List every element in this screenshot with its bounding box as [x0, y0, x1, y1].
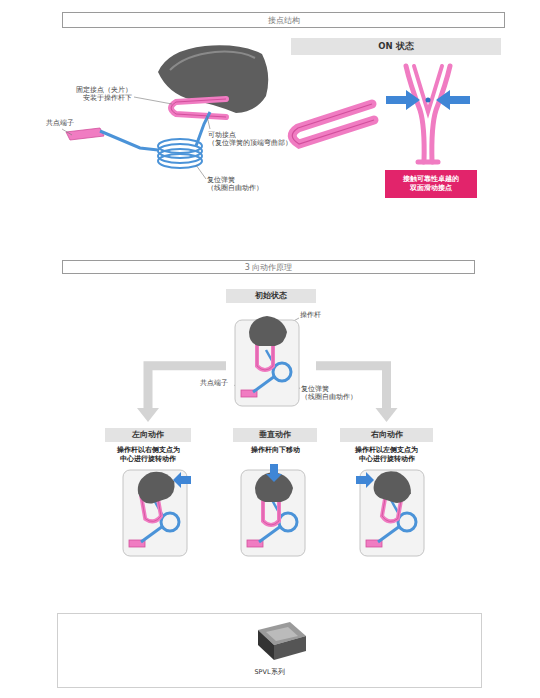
- shape-use: [356, 472, 374, 488]
- shape-use: [133, 466, 178, 506]
- shape-g: [123, 466, 191, 556]
- shape-g: [241, 464, 305, 556]
- callout-label: 可动接点 （复位弹簧的顶端弯曲部）: [208, 131, 288, 147]
- node-title: ON 状态: [291, 41, 501, 53]
- action-group: 左向动作操作杆以右侧支点为 中心进行旋转动作: [105, 428, 191, 464]
- shape-use: [241, 470, 305, 556]
- state-band: ON 状态: [291, 38, 501, 55]
- shape-use: [370, 466, 415, 506]
- callout-label: 共点端子: [46, 119, 74, 127]
- callout-label: 固定接点（夹片） 安装于操作杆下: [66, 86, 132, 102]
- shape-path: [414, 66, 442, 112]
- shape-polygon: [386, 90, 420, 110]
- shape-path: [171, 99, 226, 117]
- shape-use: [266, 464, 282, 482]
- action-group: 垂直动作操作杆向下移动: [233, 428, 317, 455]
- shape-path: [266, 627, 298, 641]
- shape-path: [66, 128, 104, 140]
- node-title: 左向动作: [105, 428, 191, 442]
- shape-path: [418, 160, 438, 165]
- arrow-head: [137, 408, 159, 422]
- callout-label: 复位弹簧 （线圈自由动作）: [207, 176, 267, 192]
- shape-ellipse: [158, 154, 202, 168]
- shape-path: [134, 97, 172, 104]
- flow-arrow: [137, 366, 226, 422]
- arrow-line: [148, 366, 226, 409]
- shape-g: [235, 316, 299, 406]
- shape-path: [196, 165, 206, 179]
- node-title: 初始状态: [226, 289, 316, 303]
- callout-label: 共点端子: [200, 379, 232, 387]
- shape-path: [196, 112, 210, 146]
- node-title: 右向动作: [340, 428, 433, 442]
- shape-use: [173, 472, 191, 488]
- node-note: 操作杆以左侧支点为 中心进行旋转动作: [351, 446, 423, 464]
- shape-path: [62, 129, 72, 135]
- section-header: 接点结构: [62, 12, 505, 28]
- node-title: 接触可靠性卓越的 双面滑动接点: [391, 175, 471, 194]
- arrow-head: [376, 408, 398, 422]
- shape-path: [171, 99, 226, 117]
- callout-label: 复位弹簧 （线圈自由动作）: [301, 385, 361, 401]
- section-header: 3 向动作原理: [62, 260, 475, 274]
- shape-path: [170, 52, 255, 70]
- node-title: SPVL系列: [58, 668, 481, 677]
- shape-path: [292, 104, 374, 144]
- node-note: 操作杆以右侧支点为 中心进行旋转动作: [112, 446, 184, 464]
- shape-circle: [426, 98, 431, 103]
- shape-path: [292, 104, 374, 144]
- shape-path: [432, 66, 450, 162]
- shape-path: [100, 131, 158, 150]
- node-title: 垂直动作: [233, 428, 317, 442]
- shape-path: [406, 66, 424, 162]
- highlight-box: 接触可靠性卓越的 双面滑动接点: [385, 170, 477, 198]
- action-group: 右向动作操作杆以左侧支点为 中心进行旋转动作: [340, 428, 433, 464]
- shape-use: [249, 316, 287, 346]
- product-box: SPVL系列: [57, 613, 482, 688]
- node-note: 操作杆向下移动: [239, 446, 311, 455]
- node-title: 接点结构: [63, 15, 504, 26]
- shape-path: [207, 116, 210, 129]
- shape-polygon: [436, 90, 470, 110]
- node-title: 3 向动作原理: [63, 262, 474, 273]
- callout-label: 操作杆: [300, 311, 330, 319]
- shape-g: [356, 466, 424, 556]
